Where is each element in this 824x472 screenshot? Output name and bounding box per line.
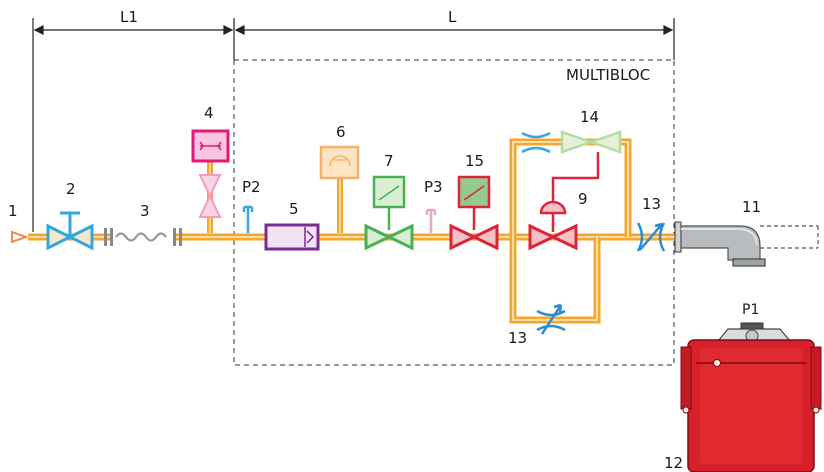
label-2: 2 (66, 180, 76, 198)
multibloc-label: MULTIBLOC (566, 66, 650, 84)
label-p2: P2 (242, 178, 261, 196)
label-1: 1 (8, 202, 18, 220)
label-11: 11 (742, 198, 761, 216)
label-3: 3 (140, 202, 150, 220)
dimension-lines (32, 18, 675, 232)
label-4: 4 (204, 104, 214, 122)
inlet-arrow-icon (11, 230, 29, 244)
outlet-elbow-pipe (674, 221, 819, 267)
label-6: 6 (336, 123, 346, 141)
label-9: 9 (578, 190, 588, 208)
pressure-tap-p3-icon (425, 208, 437, 233)
flexible-hose-icon (104, 228, 182, 246)
main-valve-icon (449, 175, 499, 251)
label-p1: P1 (742, 302, 759, 318)
label-13-bottom: 13 (508, 329, 527, 347)
safety-valve-icon (364, 175, 414, 251)
pilot-valve-icon (560, 130, 622, 154)
label-7: 7 (384, 152, 394, 170)
label-12: 12 (664, 454, 683, 472)
label-p3: P3 (424, 178, 443, 196)
label-15: 15 (465, 152, 484, 170)
label-5: 5 (289, 200, 299, 218)
pressure-tap-p2-icon (242, 205, 254, 233)
pressure-regulator-icon (264, 223, 320, 251)
dimension-l1-label: L1 (120, 8, 138, 26)
regulating-valve-icon (528, 152, 600, 251)
label-14: 14 (580, 108, 599, 126)
adjuster-bottom-icon (536, 303, 566, 335)
gauge-icon (319, 145, 360, 233)
manual-valve-icon (46, 211, 94, 251)
label-13-right: 13 (642, 195, 661, 213)
dimension-l-label: L (448, 8, 457, 26)
orifice-icon (521, 131, 551, 154)
burner-icon (680, 322, 822, 472)
adjuster-right-icon (636, 222, 666, 252)
multibloc-boundary (233, 59, 675, 366)
filter-icon (191, 129, 230, 233)
